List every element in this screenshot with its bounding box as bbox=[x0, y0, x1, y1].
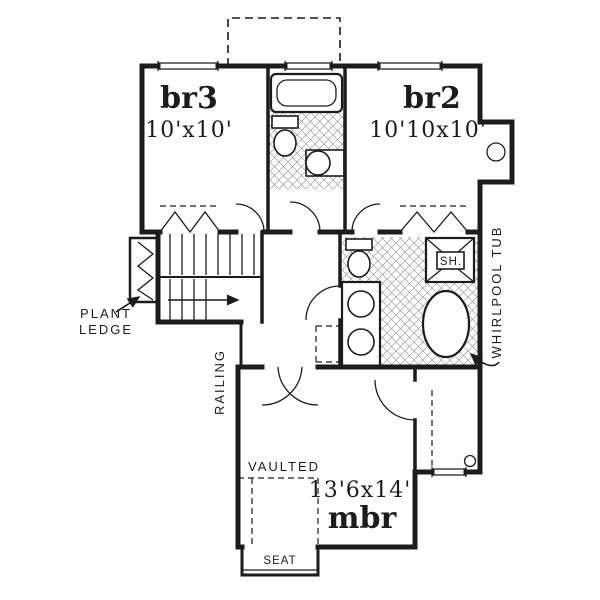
bath-window bbox=[284, 61, 333, 71]
whirlpool-tub bbox=[421, 289, 471, 359]
stair-treads-upper bbox=[169, 234, 255, 275]
vanity-sink-2 bbox=[347, 328, 375, 356]
toilet-tank bbox=[271, 115, 299, 129]
br3-closet-bifold bbox=[159, 210, 221, 234]
seat-label: SEAT bbox=[263, 555, 296, 567]
staircase bbox=[158, 234, 262, 320]
bifold-doors bbox=[159, 210, 469, 234]
linen-closet-dashed bbox=[315, 325, 340, 363]
hall-partitions bbox=[260, 230, 417, 474]
round-window bbox=[486, 142, 506, 162]
br3-door-swing bbox=[235, 203, 265, 233]
br3-window bbox=[157, 61, 219, 71]
mbr-walls bbox=[235, 364, 418, 550]
br2-closet-bifold bbox=[399, 210, 469, 234]
plant-ledge-label-2: LEDGE bbox=[79, 322, 133, 337]
whirlpool-label: WHIRLPOOL TUB bbox=[489, 226, 504, 359]
vaulted-label: VAULTED bbox=[248, 459, 320, 474]
master-bath-door-swing bbox=[305, 285, 341, 321]
interior-walls bbox=[239, 64, 417, 474]
roofline-dashed-box bbox=[227, 17, 341, 66]
mbr-door-swing-left bbox=[261, 366, 303, 406]
sink-basin bbox=[305, 150, 331, 176]
upper-block-walls bbox=[139, 63, 515, 235]
right-side-walls bbox=[337, 229, 483, 550]
door-swings bbox=[235, 201, 416, 421]
plant-ledge-hatch bbox=[136, 241, 155, 301]
plant-ledge-arrow bbox=[115, 296, 141, 313]
br2-window bbox=[377, 61, 443, 71]
stair-block-walls bbox=[155, 229, 244, 325]
upper-bath-fixtures bbox=[269, 72, 345, 177]
bedroom-bath-partitions bbox=[266, 64, 347, 234]
br3-label: br3 bbox=[160, 81, 218, 116]
railing-label: RAILING bbox=[212, 349, 227, 415]
plant-ledge bbox=[128, 236, 160, 304]
dashed-lines bbox=[160, 17, 468, 547]
wic-window bbox=[431, 467, 467, 477]
mbr-dims: 13'6x14' bbox=[309, 478, 412, 503]
br2-dims: 10'10x10' bbox=[369, 118, 487, 143]
br2-label: br2 bbox=[403, 81, 461, 116]
shower-label-box bbox=[436, 251, 465, 270]
br3-dims: 10'x10' bbox=[145, 118, 233, 143]
mbr-door-swing-right bbox=[277, 366, 319, 406]
master-bath-fixtures bbox=[340, 236, 476, 368]
mbr-label: mbr bbox=[328, 501, 398, 536]
shower-label: SH. bbox=[440, 256, 462, 268]
vanity-sink-1 bbox=[347, 290, 375, 318]
toilet2-bowl bbox=[347, 250, 371, 278]
plant-ledge-label-1: PLANT bbox=[80, 306, 132, 321]
bathtub-basin bbox=[276, 79, 337, 107]
toilet-bowl bbox=[273, 129, 297, 157]
whirlpool-arrow bbox=[469, 352, 500, 367]
exterior-walls bbox=[139, 63, 515, 577]
br2-door-swing bbox=[351, 203, 381, 233]
bathtub bbox=[269, 72, 344, 114]
windows bbox=[157, 61, 506, 571]
vaulted-ceiling-dashed bbox=[238, 477, 319, 547]
wic-door-swing bbox=[374, 379, 416, 421]
small-circle-detail bbox=[463, 454, 477, 468]
annotation-arrows bbox=[115, 296, 500, 367]
upper-bath-door-swing bbox=[289, 201, 321, 233]
toilet2-tank bbox=[345, 238, 373, 251]
text-labels: br3 10'x10' br2 10'10x10' PLANT LEDGE RA… bbox=[79, 81, 504, 567]
shower-corner-lines bbox=[425, 237, 475, 283]
